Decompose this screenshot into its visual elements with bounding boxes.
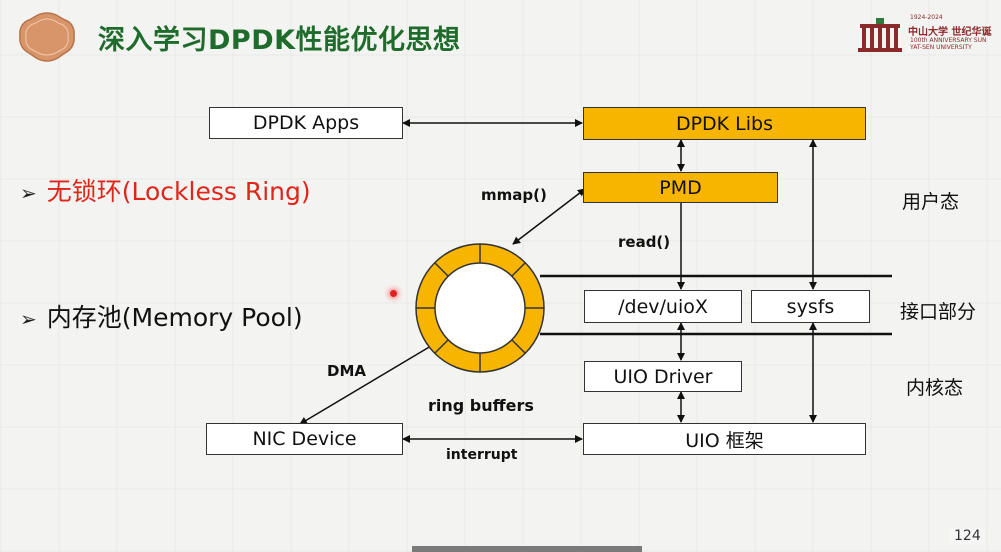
interrupt-label: interrupt [446,447,518,463]
user-space-label: 用户态 [902,191,960,213]
dpdk-libs-box: DPDK Libs [583,107,866,140]
dev-uio-box: /dev/uioX [584,290,742,323]
university-name: 中山大学 世纪华诞 [908,27,992,38]
pmd-box: PMD [583,172,778,203]
university-years: 1924-2024 [910,14,943,21]
mmap-arrow [512,188,586,245]
bullet-text: 内存池(Memory Pool) [46,303,303,332]
interface-label: 接口部分 [900,301,977,323]
ring-buffers-label: ring buffers [428,396,534,415]
ring-buffer-icon [415,243,545,373]
bullet-lockless-ring: ➢ 无锁环(Lockless Ring) [20,172,311,208]
dpdk-apps-box: DPDK Apps [209,107,403,139]
dma-arrow [299,342,437,425]
bullet-arrow-icon: ➢ [20,181,37,205]
kernel-space-label: 内核态 [906,377,964,399]
read-label: read() [618,233,671,251]
page-number: 124 [950,528,985,544]
nic-device-box: NIC Device [206,423,403,455]
course-logo-icon [19,12,75,62]
bullet-text: 无锁环(Lockless Ring) [46,177,311,206]
university-subtitle: 100th ANNIVERSARY SUN YAT-SEN UNIVERSITY [910,37,987,51]
uio-driver-box: UIO Driver [584,361,742,392]
presentation-control-bar[interactable] [412,546,642,552]
bullet-arrow-icon: ➢ [20,307,37,331]
bullet-memory-pool: ➢ 内存池(Memory Pool) [20,298,303,334]
slide-title: 深入学习DPDK性能优化思想 [98,25,461,56]
laser-pointer-dot [390,290,397,297]
dma-label: DMA [327,362,366,380]
mmap-label: mmap() [481,186,547,204]
sysfs-box: sysfs [751,290,870,323]
university-logo-icon [858,18,902,52]
uio-framework-box: UIO 框架 [583,423,866,455]
